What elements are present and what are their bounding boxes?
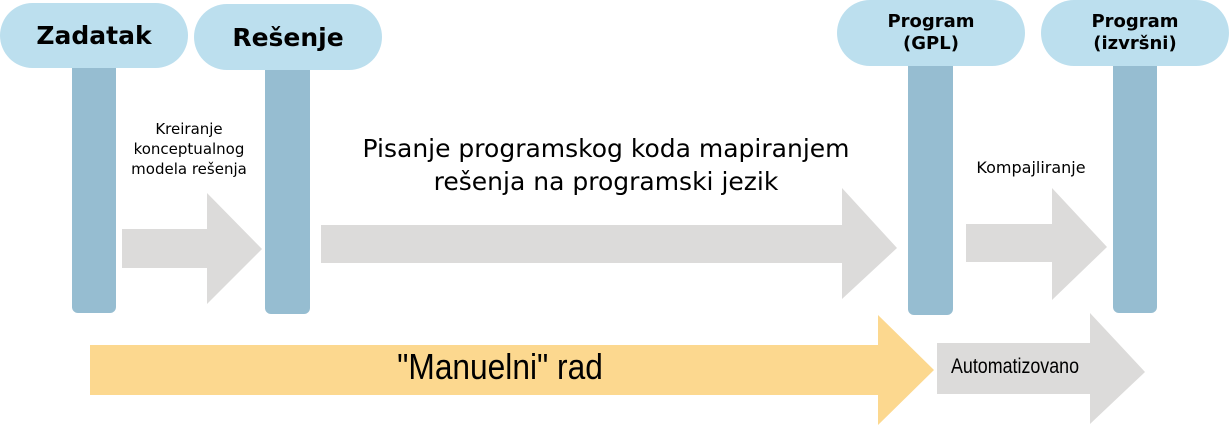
stage-bar-program-izvrsni <box>1113 64 1157 313</box>
stage-label-line2: (izvršni) <box>1093 33 1177 54</box>
transition-label-conceptual-model: Kreiranje konceptualnog modela rešenja <box>114 119 264 179</box>
phase-label-automated: Automatizovano <box>951 355 1080 378</box>
stage-label-line2: (GPL) <box>903 33 959 54</box>
arrow-automated <box>937 313 1145 424</box>
stage-program-gpl: Program (GPL) <box>837 0 1025 66</box>
stage-label: Zadatak <box>36 21 152 50</box>
arrow-coding <box>321 188 897 299</box>
stage-label-line1: Program <box>1091 11 1179 32</box>
stage-bar-zadatak <box>72 66 116 313</box>
label-line: Kreiranje <box>155 120 223 138</box>
stage-bar-program-gpl <box>908 64 953 315</box>
stage-label-line1: Program <box>887 11 975 32</box>
stage-resenje: Rešenje <box>194 4 382 70</box>
phase-label-manual: "Manuelni" rad <box>397 346 603 387</box>
label-line: Kompajliranje <box>976 158 1086 177</box>
label-line: konceptualnog <box>133 140 245 158</box>
stage-program-izvrsni: Program (izvršni) <box>1041 0 1229 66</box>
label-line: modela rešenja <box>131 160 247 178</box>
arrow-manual-work <box>90 315 934 425</box>
label-line: rešenja na programski jezik <box>433 167 779 196</box>
arrow-conceptual-model <box>122 193 262 304</box>
stage-zadatak: Zadatak <box>0 3 188 68</box>
transition-label-compile: Kompajliranje <box>952 158 1110 177</box>
stage-bar-resenje <box>265 68 310 314</box>
transition-label-coding: Pisanje programskog koda mapiranjem reše… <box>316 132 896 198</box>
stage-label: Rešenje <box>232 22 344 52</box>
label-line: Pisanje programskog koda mapiranjem <box>362 134 850 163</box>
arrow-compile <box>966 188 1107 300</box>
